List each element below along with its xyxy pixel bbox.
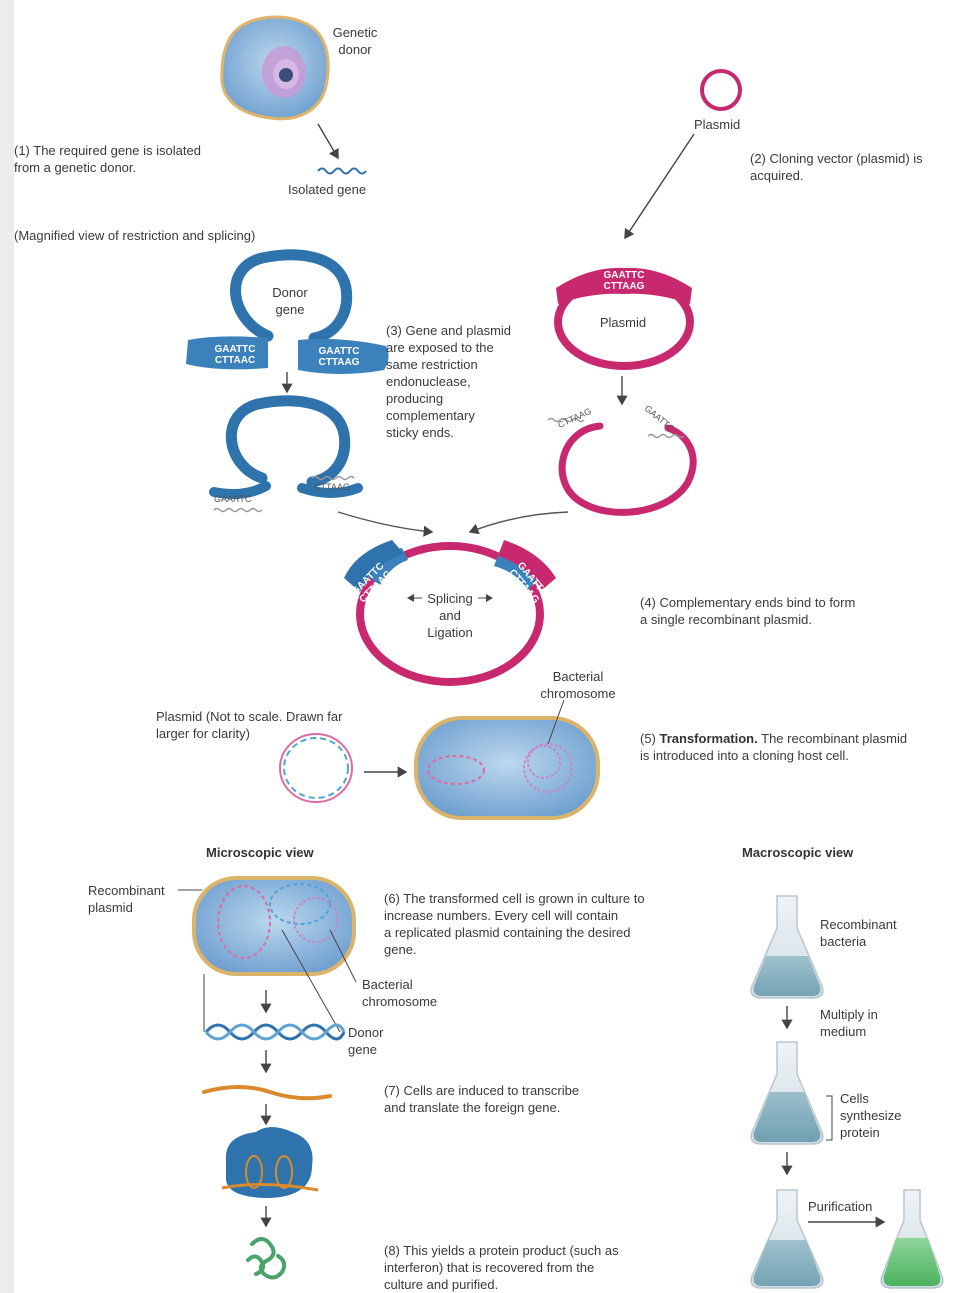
arrow-gene-to-recombinant [338,512,432,532]
recombinant-plasmid-label: Recombinant plasmid [88,882,188,916]
small-plasmid-icon [280,734,352,802]
step4-label: (4) Complementary ends bind to form a si… [640,594,940,628]
flask-recombinant-bacteria-icon [751,896,823,998]
cells-synthesize-label: Cells synthesize protein [840,1090,930,1141]
recombinant-bacteria-label: Recombinant bacteria [820,916,930,950]
seq-left-top: GAATTC CTTAAC [200,344,270,366]
donor-gene-label: Donor gene [260,284,320,318]
macroscopic-view-heading: Macroscopic view [742,844,902,861]
arrow-plasmid-to-recombinant [470,512,568,532]
purification-label: Purification [808,1198,908,1215]
bacterial-chromosome-top-label: Bacterial chromosome [528,668,628,702]
flask-synthesize-icon [751,1042,823,1144]
genetic-donor-label: Genetic donor [320,24,390,58]
seq-cut-right: CTTAAG [314,482,364,492]
bracket-cells [826,1096,832,1140]
step5-prefix: (5) [640,731,660,746]
plasmid-mid-label: Plasmid [588,314,658,331]
microscopic-view-heading: Microscopic view [206,844,366,861]
step1-label: (1) The required gene is isolated from a… [14,142,274,176]
mrna-icon [204,1087,330,1098]
donor-cell-icon [222,17,328,119]
plasmid-top-label: Plasmid [694,116,764,133]
double-helix-icon [206,1025,344,1039]
donor-gene-bottom-label: Donor gene [348,1024,408,1058]
multiply-label: Multiply in medium [820,1006,930,1040]
step6-label: (6) The transformed cell is grown in cul… [384,890,724,958]
seq-plasmid-mid: GAATTC CTTAAG [592,270,656,292]
isolated-gene-label: Isolated gene [288,181,398,198]
isolated-gene-icon [318,169,366,174]
step8-label: (8) This yields a protein product (such … [384,1242,704,1293]
arrow-plasmid-down [625,134,694,238]
plasmid-note-label: Plasmid (Not to scale. Drawn far larger … [156,708,396,742]
step7-label: (7) Cells are induced to transcribe and … [384,1082,664,1116]
seq-cut-left: GAARTC [214,494,264,504]
step5-label: (5) Transformation. The recombinant plas… [640,730,966,764]
magnified-view-label: (Magnified view of restriction and splic… [14,227,334,244]
splicing-label: Splicing and Ligation [418,590,482,641]
plasmid-icon-top [702,71,740,109]
bacterial-chromosome-bottom-label: Bacterial chromosome [362,976,472,1010]
host-cell-icon [416,718,598,818]
step3-label: (3) Gene and plasmid are exposed to the … [386,322,566,441]
arrow-donor-to-gene [318,124,338,158]
protein-icon [248,1239,284,1278]
seq-right-top: GAATTC CTTAAG [304,346,374,368]
step5-bold: Transformation. [660,731,758,746]
step2-label: (2) Cloning vector (plasmid) is acquired… [750,150,965,184]
ribosome-icon [222,1127,318,1198]
microscopic-cell-icon [194,878,354,974]
